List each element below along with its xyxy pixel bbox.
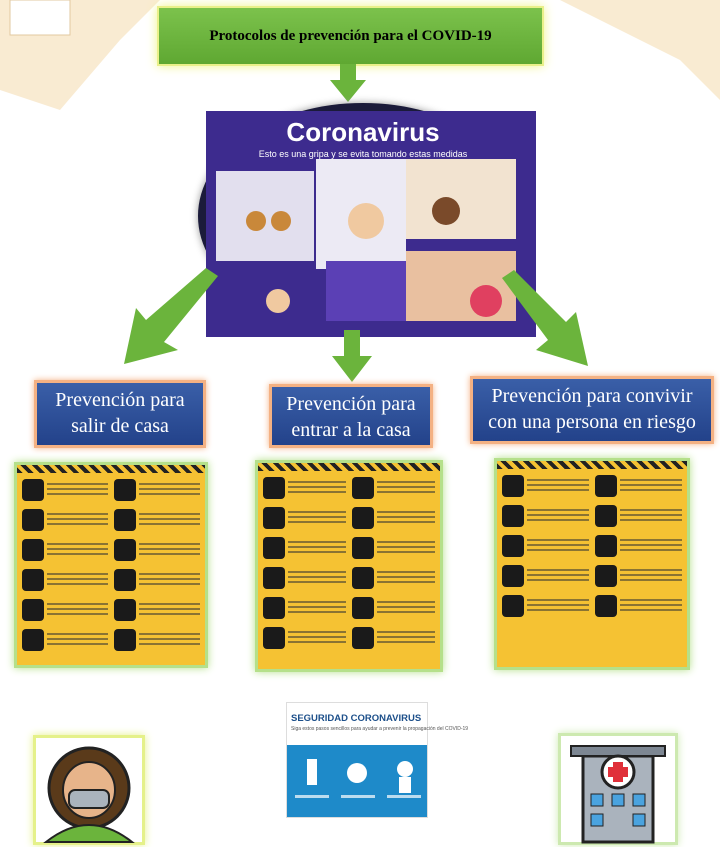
branch-label-entrar: Prevención para entrar a la casa xyxy=(286,393,416,441)
background-decoration-left xyxy=(0,0,160,110)
arrow-down-top xyxy=(330,64,366,102)
panel-salir-de-casa xyxy=(14,462,208,668)
coronavirus-poster-image: Coronavirus Esto es una gripa y se evita… xyxy=(198,103,536,337)
infographic-band xyxy=(287,745,427,817)
background-decoration-right xyxy=(560,0,720,100)
branch-box-entrar: Prevención para entrar a la casa xyxy=(269,384,433,448)
main-title-box: Protocolos de prevención para el COVID-1… xyxy=(157,6,544,66)
poster-heading: Coronavirus xyxy=(286,117,440,147)
hospital-icon xyxy=(558,733,678,845)
panel-entrar-a-casa xyxy=(255,460,443,672)
branch-label-convivir: Prevención para convivir con una persona… xyxy=(488,385,696,433)
branch-label-salir: Prevención para salir de casa xyxy=(55,389,185,437)
infographic-title: SEGURIDAD CORONAVIRUS xyxy=(291,713,422,724)
main-title: Protocolos de prevención para el COVID-1… xyxy=(209,27,492,44)
branch-box-salir: Prevención para salir de casa xyxy=(34,380,206,448)
coronavirus-poster-art xyxy=(206,111,536,337)
infographic-subtitle: Siga estos pasos sencillos para ayudar a… xyxy=(291,726,469,732)
branch-box-convivir: Prevención para convivir con una persona… xyxy=(470,376,714,444)
arrow-right-branch xyxy=(502,270,588,366)
arrow-center-branch xyxy=(332,330,372,382)
coronavirus-infographic: SEGURIDAD CORONAVIRUS Siga estos pasos s… xyxy=(286,702,469,818)
panel-convivir-riesgo xyxy=(494,458,690,670)
poster-subheading: Esto es una gripa y se evita tomando est… xyxy=(258,149,468,159)
arrow-left-branch xyxy=(124,268,218,364)
person-mask-icon xyxy=(33,735,145,845)
